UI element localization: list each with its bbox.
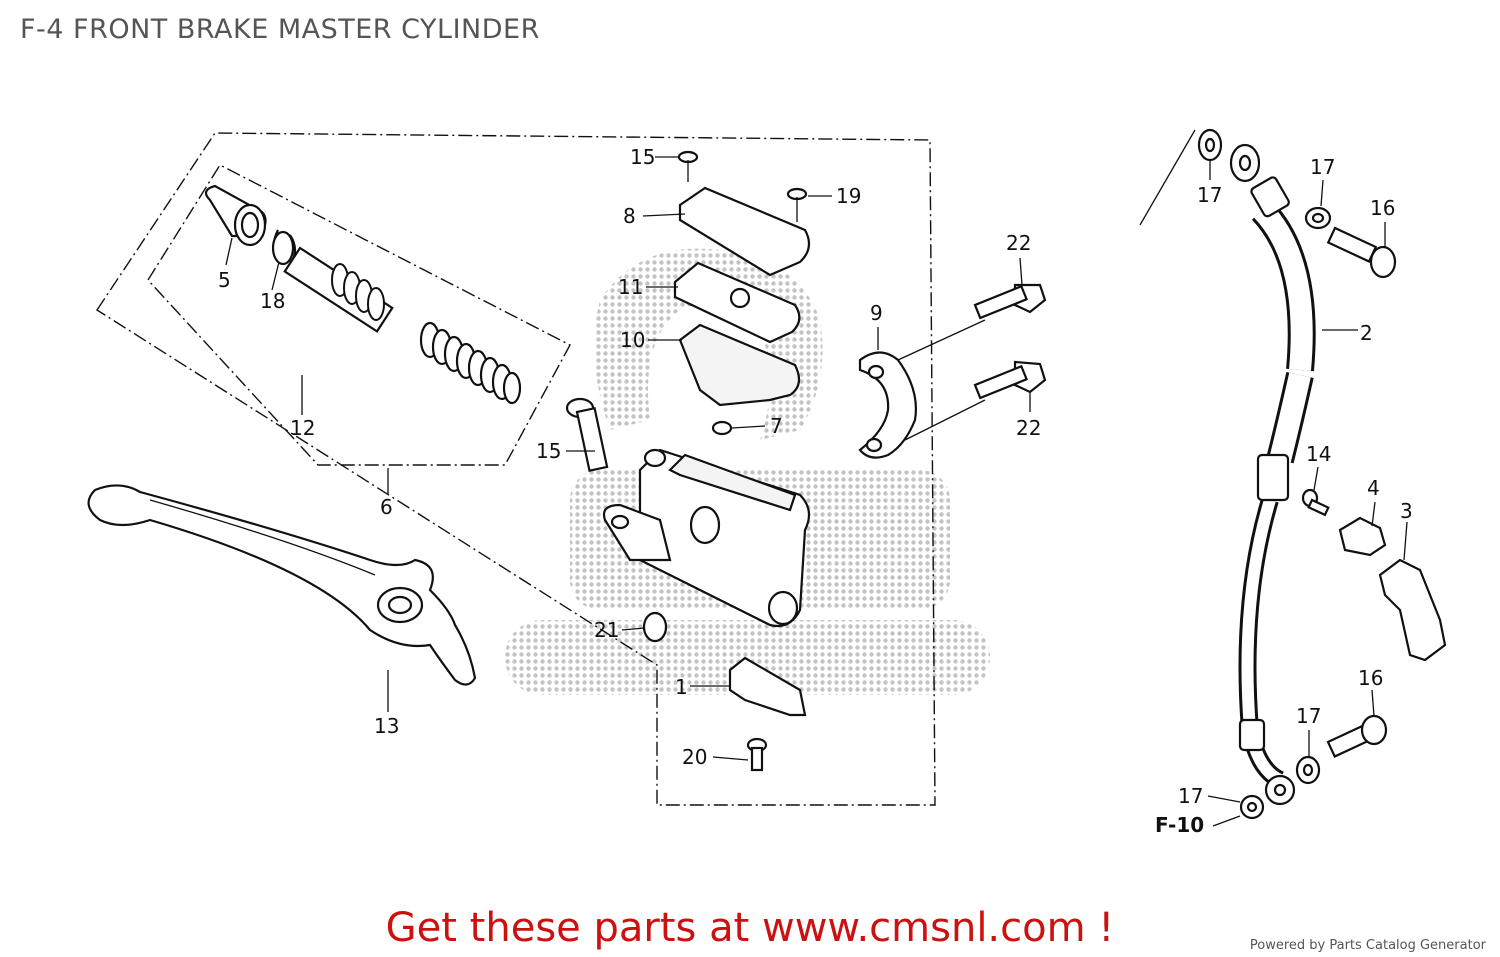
callout-4: 4 [1367,476,1380,500]
callout-8: 8 [623,204,636,228]
callout-3: 3 [1400,499,1413,523]
bolt-part-14 [1301,488,1330,517]
oil-bolt-part-16a [1326,226,1397,279]
powered-by-text: Powered by Parts Catalog Generator [1249,938,1486,953]
piston-part [283,246,394,333]
guide-part-3 [1378,558,1447,662]
leader-lines [225,129,1408,827]
callout-14: 14 [1306,442,1331,466]
screw-part-19b [786,187,808,222]
callout-10: 10 [620,328,645,352]
circlip-ring [271,230,295,266]
nut-part-21 [642,611,668,643]
boot-part-5 [204,184,267,247]
spring-part [419,321,522,405]
plate-hole [729,287,751,309]
callout-11: 11 [618,275,643,299]
float-part-7 [711,420,733,436]
washer-part-17c [1295,755,1321,785]
bolt-part-22b [973,360,1047,400]
callout-22a: 22 [1006,231,1031,255]
assembly-outline-6 [96,132,936,806]
callout-17a: 17 [1197,183,1222,207]
callout-f10: F-10 [1155,813,1204,837]
callout-19a: 15 [630,145,655,169]
callout-18: 18 [260,289,285,313]
washer-part-17a [1197,128,1223,162]
brake-hose-part-2 [1238,176,1316,789]
washer-part-17b [1304,206,1332,230]
bolt-part-22a [973,283,1047,320]
callout-9: 9 [870,301,883,325]
banjo-fitting-lower [1264,774,1296,806]
switch-part-1 [728,656,807,717]
assembly-outline-12 [147,164,571,466]
screw-part-19a [677,150,699,182]
callout-16b: 16 [1358,666,1383,690]
callout-17c: 17 [1296,704,1321,728]
callout-22b: 22 [1016,416,1041,440]
callout-12: 12 [290,416,315,440]
callout-1: 1 [675,675,688,699]
callout-15: 15 [536,439,561,463]
callout-21: 21 [594,618,619,642]
callout-13: 13 [374,714,399,738]
cta-link[interactable]: Get these parts at www.cmsnl.com ! [385,905,1115,951]
clamp-part-4 [1338,516,1387,557]
brake-lever-part-13 [87,484,477,686]
page-title: F-4 FRONT BRAKE MASTER CYLINDER [20,14,540,45]
reservoir-cap-part-8 [678,186,811,277]
callout-7: 7 [770,414,783,438]
master-cylinder-body [602,448,811,628]
pivot-bolt-part-15 [565,397,609,472]
screw-part-20 [746,737,768,772]
oil-bolt-part-16b [1326,714,1388,758]
callout-17d: 17 [1178,784,1203,808]
holder-part-9 [858,351,917,459]
callout-20: 20 [682,745,707,769]
callout-16a: 16 [1370,196,1395,220]
callout-2: 2 [1360,321,1373,345]
callout-5: 5 [218,268,231,292]
callout-17b: 17 [1310,155,1335,179]
washer-part-17d [1239,794,1265,820]
diaphragm-part-10 [678,323,801,407]
banjo-fitting-upper [1229,143,1261,183]
cta-banner[interactable]: Get these parts at www.cmsnl.com ! [0,905,1500,951]
callout-6: 6 [380,495,393,519]
callout-19b: 19 [836,184,861,208]
